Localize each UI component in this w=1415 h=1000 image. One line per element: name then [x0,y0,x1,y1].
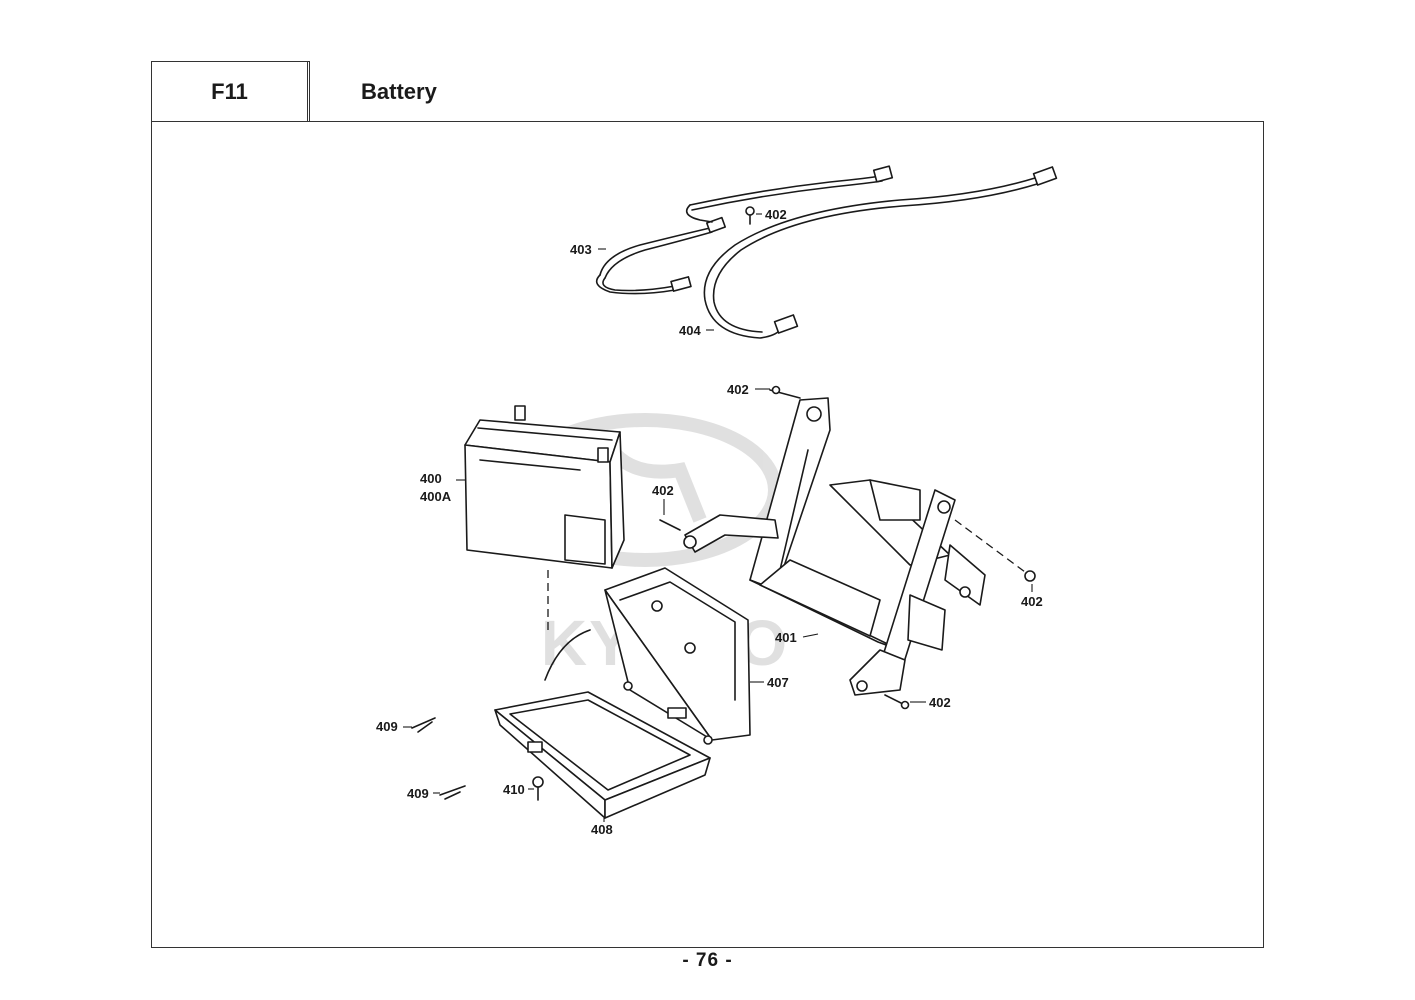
part-401-side-bracket [683,514,779,553]
callout-409-top: 409 [376,719,398,734]
callout-403: 403 [570,242,592,257]
callout-410: 410 [503,782,525,797]
callout-409-bottom: 409 [407,786,429,801]
part-402-bolt-right [954,519,1036,582]
part-408-battery-tray [494,691,711,819]
callout-401: 401 [775,630,797,645]
leader-lines [403,213,1033,822]
callout-402-top: 402 [765,207,787,222]
callout-400: 400 [420,471,442,486]
callout-402-bracket-top: 402 [727,382,749,397]
callout-400a: 400A [420,489,452,504]
section-title: Battery [361,79,437,104]
part-400-battery [464,405,625,569]
header-top-border [151,61,310,62]
part-402-bolt-left [659,519,681,531]
header-right-divider [309,61,310,122]
part-404-cable [703,166,1058,339]
part-403-cable [595,165,894,295]
page-number: - 76 - [682,950,733,971]
part-409-screw-lower [439,785,466,800]
part-402-bolt-top [745,206,755,225]
part-410-bolt [532,776,544,801]
part-409-screw-upper [411,717,436,733]
callout-408: 408 [591,822,613,837]
callout-404: 404 [679,323,701,338]
diagram-frame [151,121,1264,948]
part-402-bolt-bottom [884,694,910,710]
assembly-arrow [544,629,591,681]
callout-402-left: 402 [652,483,674,498]
part-401-battery-holder [749,397,986,696]
callout-402-right: 402 [1021,594,1043,609]
callout-407: 407 [767,675,789,690]
callout-402-bottom: 402 [929,695,951,710]
part-402-bolt-bracket-top [769,385,801,399]
part-407-battery-cover [604,567,751,745]
section-header: F11 Battery [151,61,1263,122]
